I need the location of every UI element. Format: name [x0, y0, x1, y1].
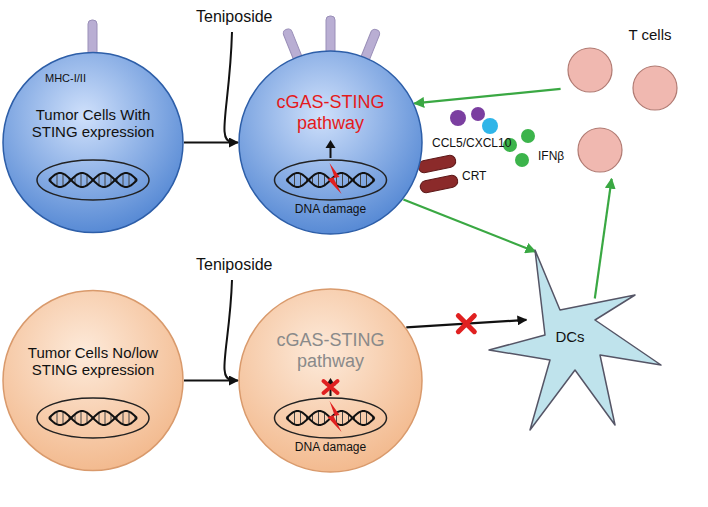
tumor-cell: cGAS-STING pathwayDNA damage: [238, 288, 423, 473]
block-cross: [458, 316, 474, 332]
node-title: Tumor Cells No/low STING expression: [18, 344, 168, 379]
node-title: cGAS-STING pathway: [268, 92, 393, 133]
signal-arrow: [326, 140, 336, 148]
annotation-label: IFNβ: [538, 150, 564, 164]
tumor-cell: Tumor Cells With STING expression: [2, 50, 184, 235]
cell-membrane: [239, 51, 422, 234]
cell-membrane: [3, 53, 183, 233]
block-cross: [324, 381, 338, 393]
damage-bolt: [328, 163, 342, 194]
ifn-dot: [521, 129, 535, 143]
damage-bolt: [328, 401, 342, 432]
annotation-label: Teniposide: [196, 256, 273, 274]
nucleus: [275, 160, 387, 200]
connector-arrow: [184, 379, 238, 381]
nucleus: [37, 160, 149, 200]
node-note: DNA damage: [273, 441, 388, 455]
drug-curve: [224, 280, 232, 380]
node-note: DNA damage: [273, 203, 388, 217]
tumor-cell: cGAS-STING pathwayDNA damage: [238, 50, 423, 235]
dna-helix: [49, 173, 137, 187]
node-title: cGAS-STING pathway: [268, 330, 393, 371]
ifn-dot: [515, 153, 529, 167]
cell-membrane: [3, 291, 183, 471]
node-outline: [2, 288, 184, 473]
dc-shape: [489, 250, 661, 430]
crt-capsule: [417, 154, 457, 174]
node-title: Tumor Cells With STING expression: [18, 106, 168, 141]
node-title: DCs: [545, 328, 595, 345]
cell-membrane: [239, 289, 422, 472]
annotation-label: Teniposide: [196, 8, 273, 26]
annotation-label: CRT: [462, 170, 486, 184]
node-title: T cells: [618, 26, 682, 43]
annotation-label: CCL5/CXCL10: [432, 137, 511, 151]
connector-arrow: [414, 89, 560, 104]
chemokine-dot: [450, 110, 466, 126]
dna-helix: [49, 411, 137, 425]
t-cell: [633, 66, 677, 110]
t-cell-group: T cells: [560, 20, 685, 180]
connector-arrow: [595, 179, 612, 299]
annotation-label: MHC-I/II: [45, 72, 86, 85]
t-cell: [578, 128, 622, 172]
nucleus: [275, 398, 387, 438]
node-outline: [2, 50, 184, 235]
dendritic-cell: DCs: [485, 240, 665, 435]
t-cell: [568, 48, 612, 92]
connector-arrow: [403, 199, 535, 251]
tumor-cell: Tumor Cells No/low STING expression: [2, 288, 184, 473]
node-outline: [560, 20, 685, 180]
chemokine-dot: [482, 118, 498, 134]
crt-capsule: [419, 174, 459, 194]
nucleus: [37, 398, 149, 438]
connector-arrow: [184, 141, 238, 143]
chemokine-dot: [471, 107, 485, 121]
drug-curve: [224, 32, 232, 142]
